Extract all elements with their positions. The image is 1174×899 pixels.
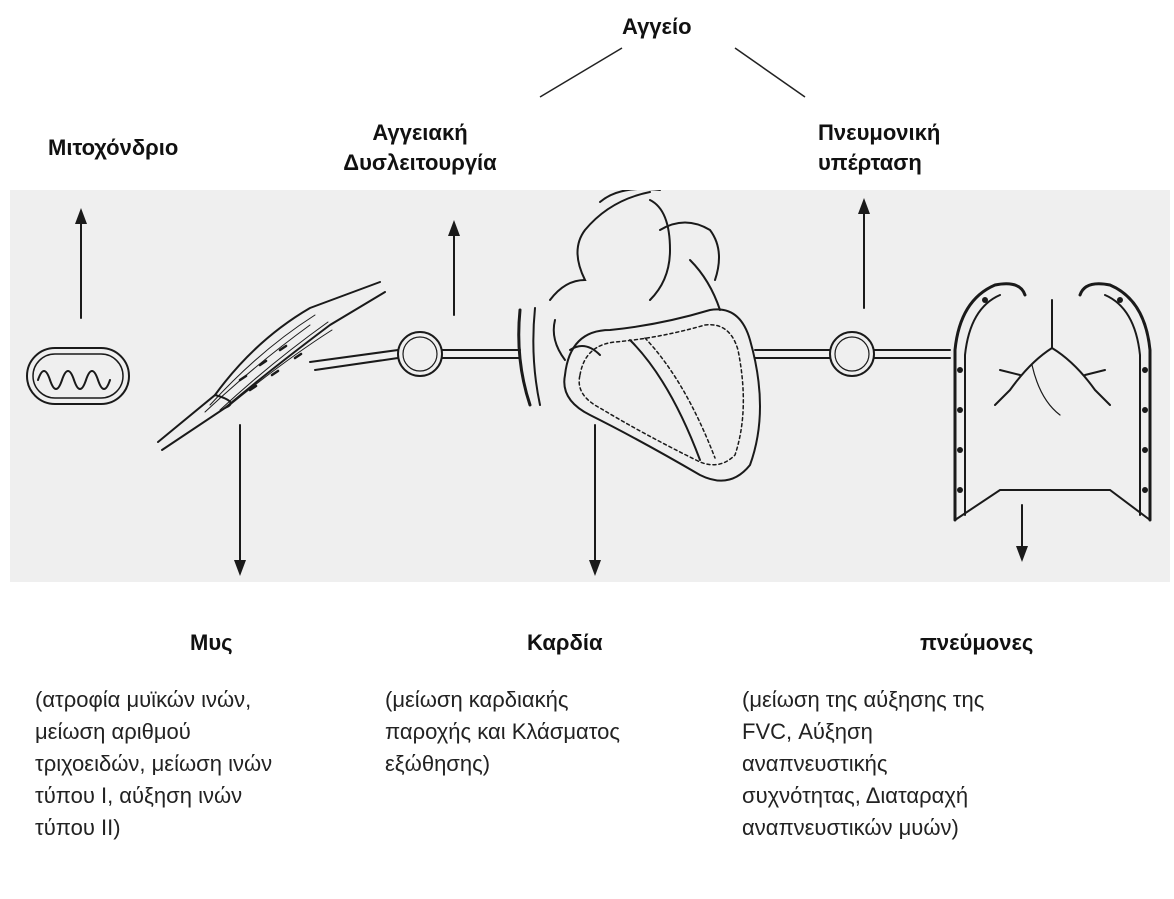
- heart-description-line: παροχής και Κλάσματος: [385, 716, 620, 748]
- vessel-connector-lines: [0, 0, 1174, 120]
- muscle-description: (ατροφία μυϊκών ινών, μείωση αριθμού τρι…: [35, 684, 272, 844]
- vascular-dysfunction-line-2: Δυσλειτουργία: [305, 148, 535, 178]
- muscle-description-line: (ατροφία μυϊκών ινών,: [35, 684, 272, 716]
- vessel-left-line: [540, 48, 622, 97]
- lungs-description-line: συχνότητας, Διαταραχή: [742, 780, 984, 812]
- lungs-description-line: FVC, Αύξηση: [742, 716, 984, 748]
- lungs-description-line: αναπνευστικών μυών): [742, 812, 984, 844]
- muscle-label: Μυς: [190, 628, 233, 658]
- muscle-description-line: τύπου ΙΙ): [35, 812, 272, 844]
- heart-description-line: (μείωση καρδιακής: [385, 684, 620, 716]
- vascular-dysfunction-line-1: Αγγειακή: [305, 118, 535, 148]
- muscle-description-line: τύπου Ι, αύξηση ινών: [35, 780, 272, 812]
- pulmonary-hypertension-label: Πνευμονική υπέρταση: [818, 118, 940, 178]
- muscle-description-line: τριχοειδών, μείωση ινών: [35, 748, 272, 780]
- muscle-description-line: μείωση αριθμού: [35, 716, 272, 748]
- lungs-description: (μείωση της αύξησης της FVC, Αύξηση αναπ…: [742, 684, 984, 844]
- pulmonary-hypertension-line-1: Πνευμονική: [818, 118, 940, 148]
- organ-diagram: [10, 190, 1170, 582]
- mitochondrion-label: Μιτοχόνδριο: [48, 133, 178, 163]
- lungs-description-line: (μείωση της αύξησης της: [742, 684, 984, 716]
- vascular-dysfunction-label: Αγγειακή Δυσλειτουργία: [305, 118, 535, 178]
- diagram-background: [10, 190, 1170, 582]
- heart-description: (μείωση καρδιακής παροχής και Κλάσματος …: [385, 684, 620, 780]
- pulmonary-hypertension-line-2: υπέρταση: [818, 148, 940, 178]
- vessel-right-line: [735, 48, 805, 97]
- heart-description-line: εξώθησης): [385, 748, 620, 780]
- lungs-label: πνεύμονες: [920, 628, 1033, 658]
- heart-label: Καρδία: [527, 628, 603, 658]
- lungs-description-line: αναπνευστικής: [742, 748, 984, 780]
